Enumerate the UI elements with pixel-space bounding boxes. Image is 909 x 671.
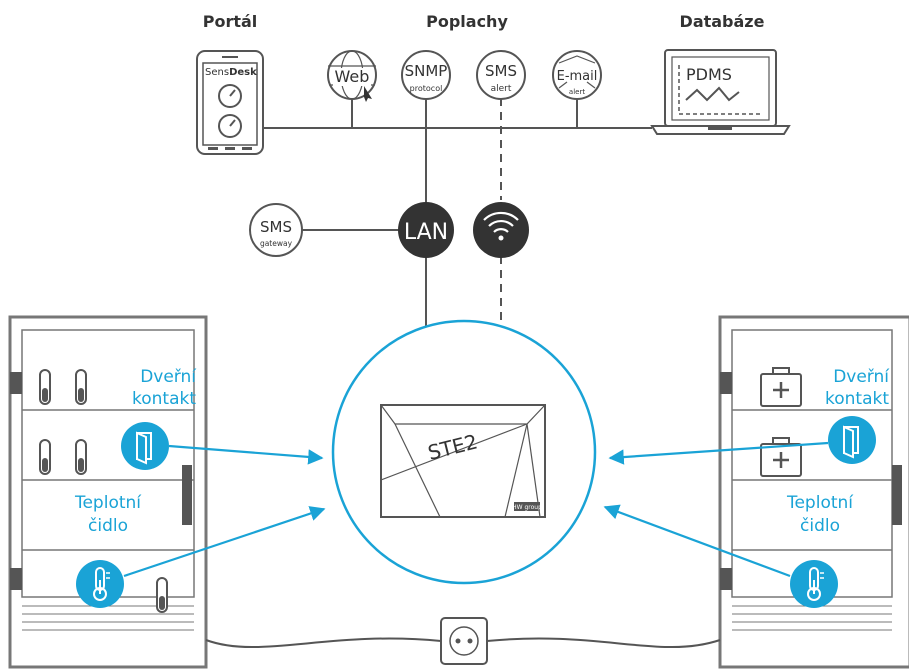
sms-gateway-label: SMS [260, 218, 292, 236]
pdms-label: PDMS [686, 65, 732, 84]
email-label: E-mail [557, 69, 598, 84]
left-power-cable [205, 637, 442, 649]
svg-text:SensDesk: SensDesk [205, 67, 257, 78]
portal-header: Portál [203, 12, 258, 31]
right-cabinet [718, 315, 909, 669]
sms-alert-label: SMS [485, 62, 517, 80]
test-tube-icon [156, 577, 168, 613]
snmp-sub-label: protocol [410, 84, 443, 93]
left-door-arrow [168, 444, 324, 465]
power-outlet-icon [440, 617, 488, 665]
right-door-arrow [608, 441, 829, 465]
cursor-icon [364, 86, 372, 102]
gauge-icon [218, 114, 242, 138]
right-door-contact-line1: Dveřní [833, 367, 890, 387]
sms-gateway-sub-label: gateway [260, 239, 293, 248]
test-tube-icon [75, 369, 87, 405]
phone-device: SensDesk [196, 50, 264, 155]
database-header: Databáze [680, 12, 765, 31]
lan-icon: LAN [398, 202, 454, 258]
gauge-icon [218, 84, 242, 108]
left-door-contact-line1: Dveřní [140, 367, 197, 387]
thermometer-icon [790, 560, 838, 608]
hinge [720, 372, 732, 394]
web-label: Web [335, 67, 370, 86]
first-aid-kit-icon [760, 367, 802, 407]
hinge [10, 568, 22, 590]
snmp-label: SNMP [405, 62, 448, 80]
phone-brand-left: Sens [205, 67, 229, 78]
email-sub-label: alert [569, 88, 585, 96]
cabinet-handle [892, 465, 902, 525]
email-alert-icon: E-mail alert [552, 50, 602, 128]
left-temp-arrow [123, 506, 326, 578]
wifi-icon [473, 202, 529, 258]
thermometer-icon [76, 560, 124, 608]
door-sensor-icon [121, 422, 169, 470]
web-alarm-icon: Web [327, 50, 377, 128]
sms-alert-sub-label: alert [491, 84, 512, 94]
ste2-device: STE2 HW group [380, 404, 546, 518]
first-aid-kit-icon [760, 437, 802, 477]
right-temp-sensor-line1: Teplotní [786, 493, 854, 513]
door-sensor-icon [828, 416, 876, 464]
test-tube-icon [39, 439, 51, 475]
right-temp-arrow [603, 504, 791, 578]
sms-alert-icon: SMS alert [476, 50, 526, 200]
phone-brand-right: Desk [229, 67, 257, 78]
cabinet-handle [182, 465, 192, 525]
left-door-contact-line2: kontakt [132, 389, 196, 409]
lan-label: LAN [404, 220, 448, 245]
left-temp-sensor-line1: Teplotní [74, 493, 142, 513]
test-tube-icon [39, 369, 51, 405]
right-temp-sensor-line2: čidlo [800, 516, 840, 536]
alarms-header: Poplachy [426, 12, 508, 31]
left-temp-sensor-line2: čidlo [88, 516, 128, 536]
test-tube-icon [75, 439, 87, 475]
right-power-cable [486, 637, 721, 649]
right-door-contact-line2: kontakt [825, 389, 889, 409]
hinge [720, 568, 732, 590]
sms-gateway-icon: SMS gateway [249, 203, 303, 257]
hinge [10, 372, 22, 394]
laptop-device: PDMS [650, 49, 791, 135]
hwgroup-logo: HW group [512, 504, 542, 511]
